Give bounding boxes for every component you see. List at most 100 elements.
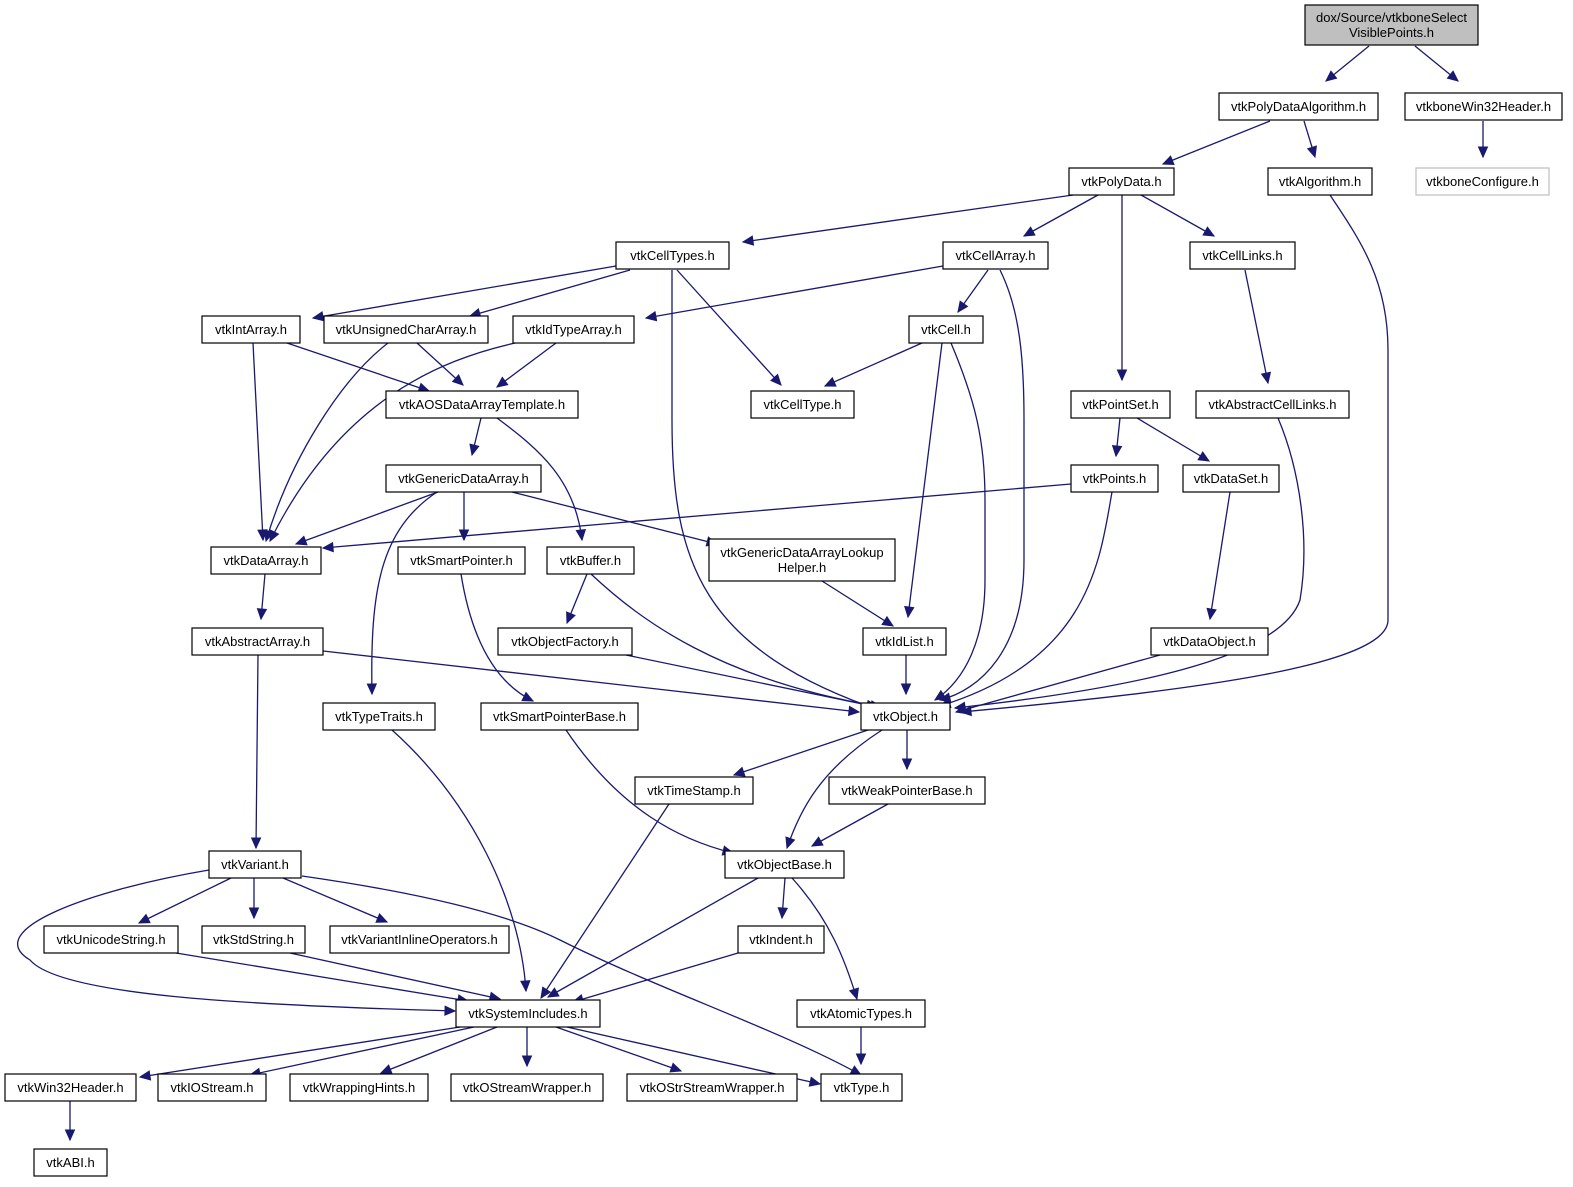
node-uchar-array[interactable]: vtkUnsignedCharArray.h — [323, 315, 489, 344]
node-data-object[interactable]: vtkDataObject.h — [1150, 627, 1269, 656]
node-bone-win32[interactable]: vtkboneWin32Header.h — [1404, 92, 1563, 121]
node-label: vtkAbstractArray.h — [205, 634, 310, 649]
edge-object-to-time-stamp — [732, 729, 869, 777]
node-atomic-types[interactable]: vtkAtomicTypes.h — [796, 999, 926, 1028]
edge-line — [671, 270, 886, 713]
node-box — [860, 702, 951, 731]
node-indent[interactable]: vtkIndent.h — [737, 925, 825, 954]
edge-poly-data-alg-to-poly-data — [1161, 120, 1271, 165]
node-label: vtkUnsignedCharArray.h — [336, 322, 477, 337]
node-data-array[interactable]: vtkDataArray.h — [210, 546, 322, 575]
node-data-set[interactable]: vtkDataSet.h — [1182, 464, 1280, 493]
edge-line — [301, 875, 862, 1076]
arrowhead-icon — [855, 1053, 867, 1066]
node-box — [942, 241, 1049, 270]
node-label: vtkIntArray.h — [215, 322, 287, 337]
node-int-array[interactable]: vtkIntArray.h — [201, 315, 301, 344]
edge-data-array-to-abstract-array — [256, 573, 268, 621]
node-cell-types[interactable]: vtkCellTypes.h — [615, 241, 730, 270]
edge-system-includes-to-ostrstream-wrapper — [555, 1026, 683, 1073]
node-box — [615, 241, 730, 270]
node-label: vtkOStreamWrapper.h — [463, 1080, 591, 1095]
edge-generic-data-array-to-smart-pointer — [458, 492, 470, 542]
node-cell-array[interactable]: vtkCellArray.h — [942, 241, 1049, 270]
node-label: vtkIdList.h — [875, 634, 934, 649]
node-algorithm[interactable]: vtkAlgorithm.h — [1267, 167, 1373, 196]
node-box — [1304, 4, 1479, 46]
node-ostrstream-wrapper[interactable]: vtkOStrStreamWrapper.h — [626, 1073, 798, 1102]
edge-line — [322, 483, 1072, 549]
node-smart-pointer-base[interactable]: vtkSmartPointerBase.h — [480, 702, 639, 731]
node-system-includes[interactable]: vtkSystemIncludes.h — [455, 999, 601, 1028]
node-iostream[interactable]: vtkIOStream.h — [157, 1073, 267, 1102]
node-poly-data[interactable]: vtkPolyData.h — [1068, 167, 1175, 196]
node-abstract-array[interactable]: vtkAbstractArray.h — [191, 627, 324, 656]
node-smart-pointer[interactable]: vtkSmartPointer.h — [397, 546, 526, 575]
edge-line — [269, 342, 516, 542]
node-box — [862, 627, 947, 656]
edge-system-includes-to-win32-header — [138, 1026, 461, 1081]
edge-line — [907, 342, 943, 618]
edge-line — [742, 194, 1074, 243]
node-box — [497, 627, 633, 656]
node-type-traits[interactable]: vtkTypeTraits.h — [322, 702, 436, 731]
node-buffer[interactable]: vtkBuffer.h — [546, 546, 635, 575]
node-time-stamp[interactable]: vtkTimeStamp.h — [634, 776, 754, 805]
edge-line — [286, 342, 430, 392]
node-variant[interactable]: vtkVariant.h — [208, 850, 302, 879]
node-id-list[interactable]: vtkIdList.h — [862, 627, 947, 656]
node-object[interactable]: vtkObject.h — [860, 702, 951, 731]
node-win32-header[interactable]: vtkWin32Header.h — [4, 1073, 137, 1102]
node-box — [737, 925, 825, 954]
arrowhead-icon — [669, 1062, 683, 1073]
arrowhead-icon — [1325, 70, 1338, 82]
node-box — [820, 1073, 903, 1102]
node-abi[interactable]: vtkABI.h — [33, 1148, 108, 1177]
edge-line — [625, 654, 878, 708]
node-wrapping-hints[interactable]: vtkWrappingHints.h — [289, 1073, 429, 1102]
node-label: vtkObjectBase.h — [737, 857, 832, 872]
node-label: vtkTypeTraits.h — [335, 709, 423, 724]
edge-generic-data-array-to-type-traits — [366, 491, 438, 696]
edge-poly-data-alg-to-algorithm — [1303, 120, 1317, 159]
node-poly-data-alg[interactable]: vtkPolyDataAlgorithm.h — [1218, 92, 1379, 121]
edge-line — [1023, 194, 1099, 237]
edge-cell-array-to-cell — [957, 269, 989, 313]
node-cell-links[interactable]: vtkCellLinks.h — [1189, 241, 1296, 270]
node-weak-pointer-base[interactable]: vtkWeakPointerBase.h — [828, 776, 986, 805]
node-generic-data-array[interactable]: vtkGenericDataArray.h — [385, 464, 542, 493]
edge-poly-data-to-cell-types — [741, 194, 1074, 246]
node-cell-type[interactable]: vtkCellType.h — [750, 390, 855, 419]
node-std-string[interactable]: vtkStdString.h — [201, 925, 306, 954]
edge-system-includes-to-wrapping-hints — [379, 1026, 498, 1075]
node-point-set[interactable]: vtkPointSet.h — [1070, 390, 1171, 419]
node-unicode-string[interactable]: vtkUnicodeString.h — [43, 925, 179, 954]
arrowhead-icon — [540, 986, 552, 1000]
edge-line — [138, 877, 232, 924]
node-aos-template[interactable]: vtkAOSDataArrayTemplate.h — [385, 390, 579, 419]
node-object-factory[interactable]: vtkObjectFactory.h — [497, 627, 633, 656]
arrowhead-icon — [137, 913, 151, 924]
edge-id-type-array-to-aos-template — [496, 342, 557, 388]
edge-line — [547, 877, 759, 998]
node-id-type-array[interactable]: vtkIdTypeArray.h — [512, 315, 635, 344]
node-box — [1195, 390, 1350, 419]
node-variant-inline[interactable]: vtkVariantInlineOperators.h — [329, 925, 510, 954]
node-box — [201, 315, 301, 344]
node-cell[interactable]: vtkCell.h — [908, 315, 984, 344]
arrowhead-icon — [64, 1129, 76, 1142]
node-bone-configure[interactable]: vtkboneConfigure.h — [1415, 167, 1550, 196]
node-type[interactable]: vtkType.h — [820, 1073, 903, 1102]
node-label: vtkDataObject.h — [1163, 634, 1256, 649]
edge-line — [469, 269, 631, 317]
node-ostream-wrapper[interactable]: vtkOStreamWrapper.h — [450, 1073, 604, 1102]
edge-root-to-poly-data-alg — [1325, 45, 1370, 82]
node-abs-cell-links[interactable]: vtkAbstractCellLinks.h — [1195, 390, 1350, 419]
node-points[interactable]: vtkPoints.h — [1070, 464, 1159, 493]
node-box — [750, 390, 855, 419]
edge-line — [252, 342, 264, 541]
node-object-base[interactable]: vtkObjectBase.h — [724, 850, 845, 879]
